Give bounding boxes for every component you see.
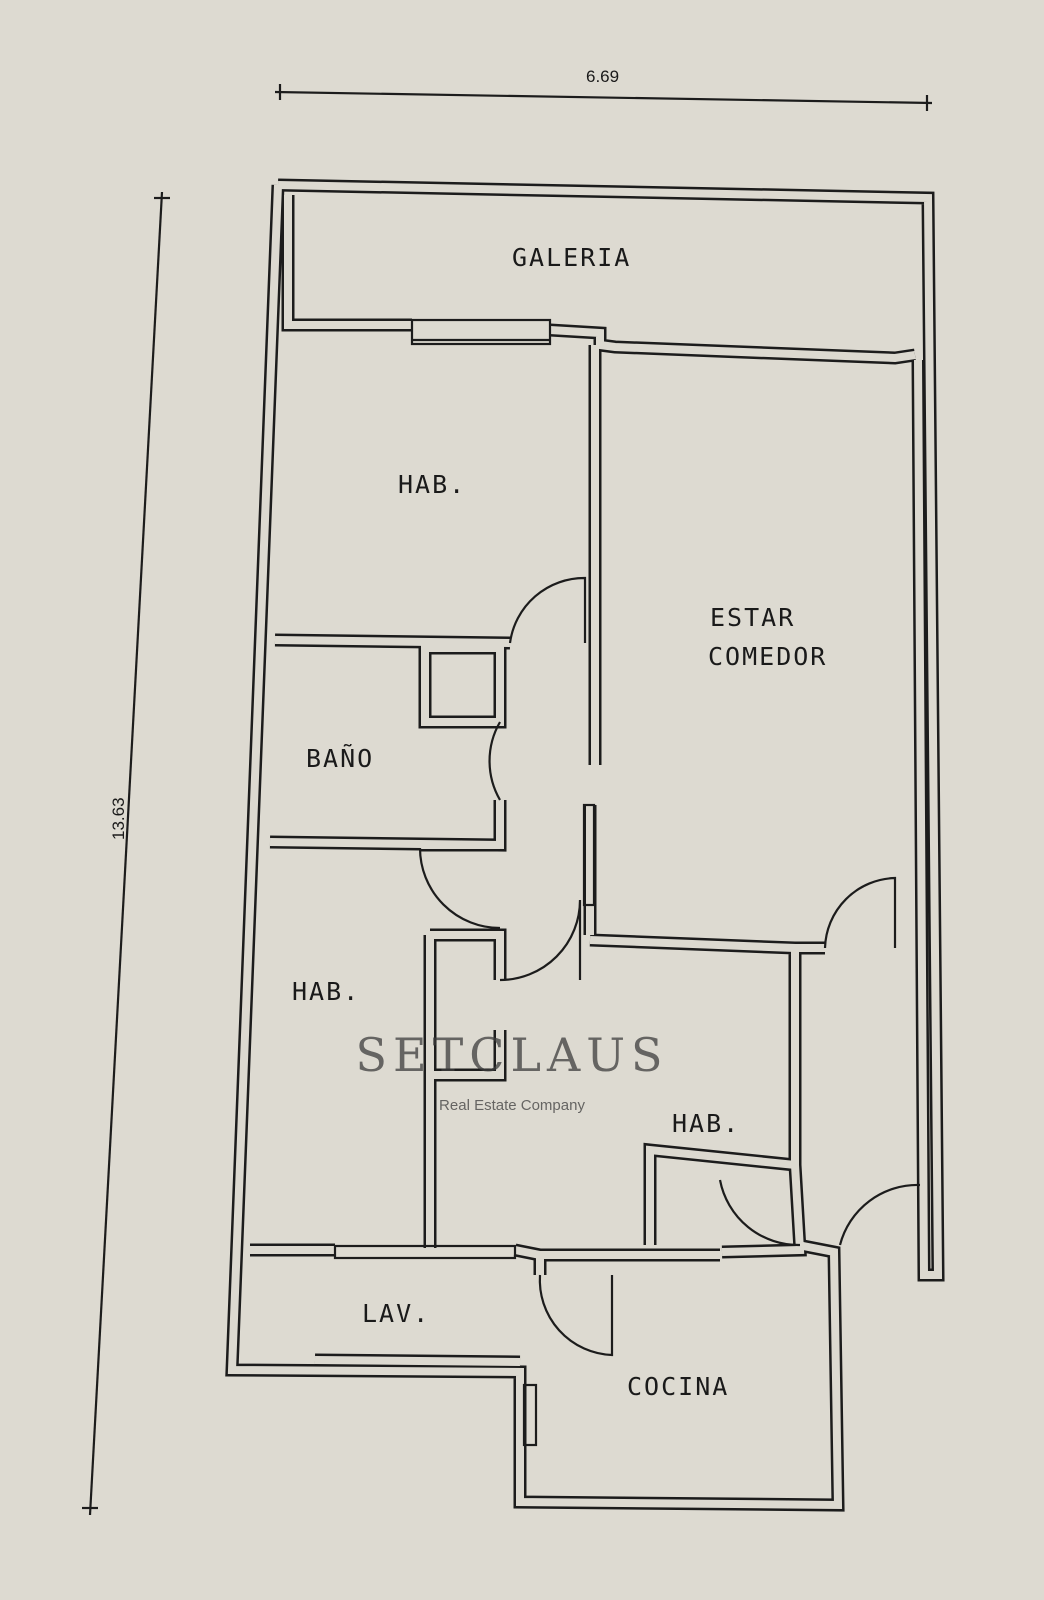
width-dimension: 6.69 [274, 67, 933, 111]
wall-inner [589, 936, 799, 1245]
wall-inner [274, 636, 511, 647]
room-label-cocina: COCINA [627, 1372, 729, 1401]
door-swings [418, 576, 921, 1357]
wall [721, 1164, 807, 1259]
room-label-galeria: GALERIA [512, 243, 631, 272]
wall-inner [514, 1246, 544, 1275]
wall-inner [421, 644, 504, 726]
room-label-hab-top: HAB. [398, 470, 466, 499]
windows [333, 318, 596, 1447]
room-label-estar: ESTAR [710, 603, 795, 632]
watermark-tagline: Real Estate Company [439, 1097, 585, 1114]
wall-inner [314, 1356, 521, 1366]
watermark-brand: SETCLAUS [355, 1028, 669, 1082]
wall-inner [721, 1164, 805, 1256]
wall [269, 800, 507, 852]
wall-inner [284, 195, 412, 329]
room-label-hab-mid: HAB. [672, 1109, 740, 1138]
walls [225, 178, 945, 1512]
room-label-comedor: COMEDOR [708, 642, 827, 671]
wall-inner [277, 181, 943, 1279]
height-dimension-label: 13.63 [109, 797, 128, 840]
room-label-bano: BAÑO [306, 743, 374, 773]
wall-inner [430, 1030, 504, 1079]
wall-inner [227, 184, 843, 1510]
width-dimension-label: 6.69 [586, 67, 619, 86]
wall [418, 641, 507, 729]
wall-inner [430, 931, 504, 980]
wall [430, 928, 507, 980]
room-label-hab-left: HAB. [292, 977, 360, 1006]
wall [281, 195, 412, 332]
room-label-lav: LAV. [362, 1299, 430, 1328]
height-dimension: 13.63 [82, 191, 170, 1516]
wall-inner [549, 326, 916, 363]
wall [589, 933, 802, 1245]
